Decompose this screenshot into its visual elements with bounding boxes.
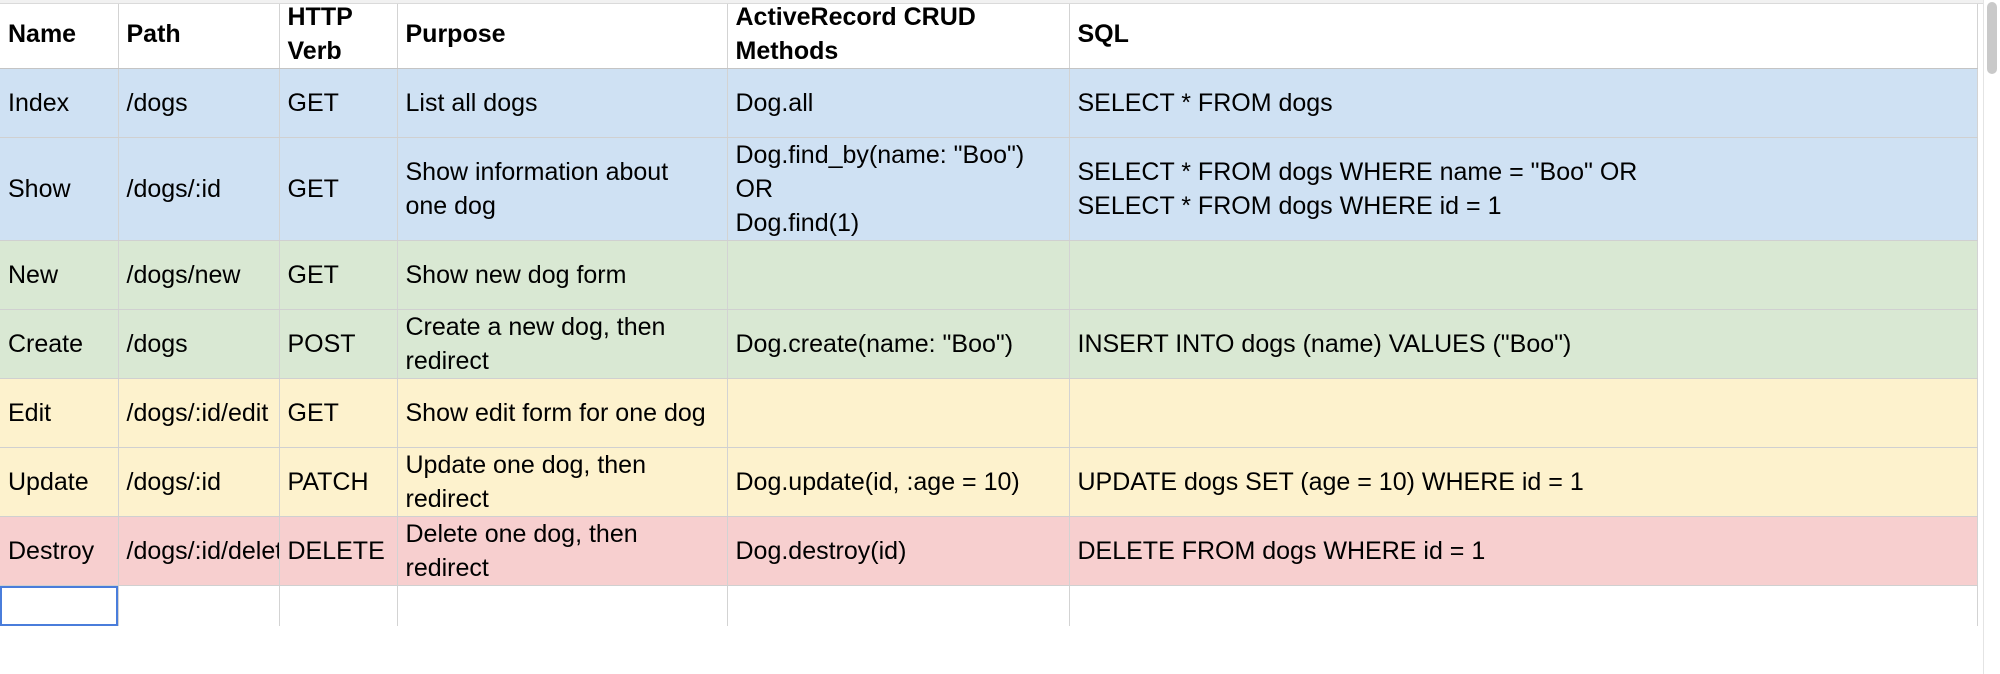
cell-name[interactable]: Index [0, 68, 119, 138]
table-body: Index /dogs GET List all dogs Dog.all SE… [0, 68, 1978, 626]
cell-purpose[interactable]: Delete one dog, then redirect [397, 516, 728, 586]
cell-sql[interactable]: SELECT * FROM dogs [1069, 68, 1978, 138]
cell-http-verb[interactable]: DELETE [279, 516, 398, 586]
cell-name[interactable]: Create [0, 309, 119, 379]
cell-http-verb-empty[interactable] [279, 585, 398, 626]
cell-purpose[interactable]: Update one dog, then redirect [397, 447, 728, 517]
cell-activerecord[interactable]: Dog.destroy(id) [727, 516, 1070, 586]
cell-path[interactable]: /dogs [118, 309, 280, 379]
cell-activerecord[interactable] [727, 378, 1070, 448]
cell-activerecord[interactable] [727, 240, 1070, 310]
cell-name[interactable]: Update [0, 447, 119, 517]
column-header-activerecord[interactable]: ActiveRecord CRUD Methods [727, 0, 1070, 69]
cell-purpose[interactable]: Show new dog form [397, 240, 728, 310]
cell-path[interactable]: /dogs/:id/delete [118, 516, 280, 586]
table-row[interactable]: Show /dogs/:id GET Show information abou… [0, 137, 1978, 241]
column-header-purpose[interactable]: Purpose [397, 0, 728, 69]
cell-activerecord[interactable]: Dog.find_by(name: "Boo") OR Dog.find(1) [727, 137, 1070, 241]
cell-path[interactable]: /dogs/:id [118, 137, 280, 241]
cell-name[interactable]: New [0, 240, 119, 310]
cell-http-verb[interactable]: POST [279, 309, 398, 379]
cell-purpose[interactable]: Show information about one dog [397, 137, 728, 241]
cell-path[interactable]: /dogs/new [118, 240, 280, 310]
table-row[interactable]: Update /dogs/:id PATCH Update one dog, t… [0, 447, 1978, 517]
active-cell[interactable] [0, 585, 119, 626]
cell-http-verb[interactable]: GET [279, 378, 398, 448]
table-row[interactable]: New /dogs/new GET Show new dog form [0, 240, 1978, 310]
cell-sql[interactable] [1069, 378, 1978, 448]
cell-purpose-empty[interactable] [397, 585, 728, 626]
cell-http-verb[interactable]: PATCH [279, 447, 398, 517]
table-row-empty[interactable] [0, 585, 1978, 626]
cell-http-verb[interactable]: GET [279, 137, 398, 241]
table-row[interactable]: Index /dogs GET List all dogs Dog.all SE… [0, 68, 1978, 138]
cell-sql[interactable] [1069, 240, 1978, 310]
table-row[interactable]: Create /dogs POST Create a new dog, then… [0, 309, 1978, 379]
cell-path[interactable]: /dogs/:id/edit [118, 378, 280, 448]
cell-http-verb[interactable]: GET [279, 68, 398, 138]
cell-name[interactable]: Edit [0, 378, 119, 448]
vertical-scrollbar-thumb[interactable] [1987, 2, 1997, 74]
cell-purpose[interactable]: Show edit form for one dog [397, 378, 728, 448]
table-row[interactable]: Edit /dogs/:id/edit GET Show edit form f… [0, 378, 1978, 448]
cell-purpose[interactable]: List all dogs [397, 68, 728, 138]
column-header-http-verb[interactable]: HTTP Verb [279, 0, 398, 69]
sheet-top-edge [0, 0, 1984, 4]
column-header-name[interactable]: Name [0, 0, 119, 69]
cell-sql[interactable]: DELETE FROM dogs WHERE id = 1 [1069, 516, 1978, 586]
table-header-row: Name Path HTTP Verb Purpose ActiveRecord… [0, 0, 1978, 69]
cell-http-verb[interactable]: GET [279, 240, 398, 310]
cell-activerecord[interactable]: Dog.create(name: "Boo") [727, 309, 1070, 379]
cell-sql[interactable]: INSERT INTO dogs (name) VALUES ("Boo") [1069, 309, 1978, 379]
column-header-sql[interactable]: SQL [1069, 0, 1978, 69]
cell-sql[interactable]: UPDATE dogs SET (age = 10) WHERE id = 1 [1069, 447, 1978, 517]
table-row[interactable]: Destroy /dogs/:id/delete DELETE Delete o… [0, 516, 1978, 586]
cell-name[interactable]: Destroy [0, 516, 119, 586]
cell-activerecord[interactable]: Dog.all [727, 68, 1070, 138]
cell-activerecord-empty[interactable] [727, 585, 1070, 626]
crud-routes-table[interactable]: Name Path HTTP Verb Purpose ActiveRecord… [0, 0, 1978, 626]
vertical-scrollbar[interactable] [1983, 0, 2000, 674]
cell-path[interactable]: /dogs [118, 68, 280, 138]
cell-purpose[interactable]: Create a new dog, then redirect [397, 309, 728, 379]
cell-sql-empty[interactable] [1069, 585, 1978, 626]
column-header-path[interactable]: Path [118, 0, 280, 69]
cell-name[interactable]: Show [0, 137, 119, 241]
cell-path-empty[interactable] [118, 585, 280, 626]
cell-activerecord[interactable]: Dog.update(id, :age = 10) [727, 447, 1070, 517]
cell-sql[interactable]: SELECT * FROM dogs WHERE name = "Boo" OR… [1069, 137, 1978, 241]
cell-path[interactable]: /dogs/:id [118, 447, 280, 517]
